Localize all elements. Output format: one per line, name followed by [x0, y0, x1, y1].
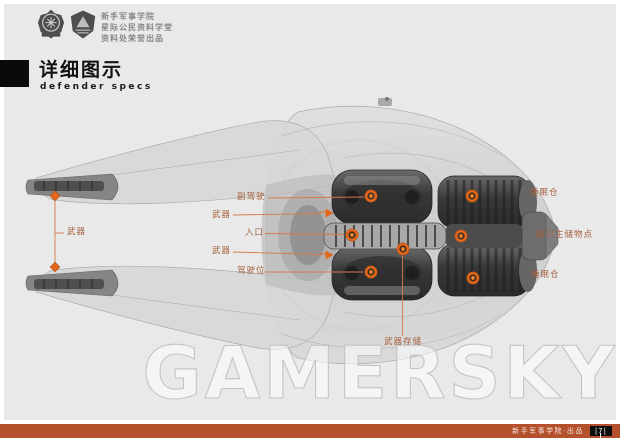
marker-sleep-pod-top — [465, 189, 479, 203]
marker-weapon-lower — [320, 250, 334, 260]
engine-pod-top — [437, 175, 537, 229]
marker-pilot-seat — [364, 265, 378, 279]
page-title: 详细图示 — [39, 59, 124, 81]
crest-badge-icon — [37, 9, 65, 39]
wing-weapon-pod-top — [25, 173, 119, 201]
callout-label-copilot: 副驾驶 — [237, 192, 266, 202]
footer-credit: 新手军事学院·出品 — [512, 427, 584, 435]
callout-lines — [54, 196, 403, 336]
org-line: 资料处荣誉出品 — [101, 34, 164, 43]
callout-label-weapon-lower: 武器 — [212, 246, 232, 256]
marker-entrance — [345, 228, 359, 242]
header-logos — [37, 9, 97, 40]
marker-wing-weapon-bottom — [49, 261, 61, 273]
callout-label-sleep-pod-top: 睡眠仓 — [530, 188, 559, 198]
callout-label-pilot-seat: 驾驶位 — [237, 266, 266, 276]
marker-copilot — [364, 189, 378, 203]
callout-label-entrance: 入口 — [245, 228, 265, 238]
wing-weapon-pod-bottom — [25, 269, 119, 297]
lower-nacelle — [331, 245, 433, 301]
callout-label-sleep-pod-bottom: 睡眠仓 — [531, 270, 560, 280]
callout-label-weapon-wing: 武器 — [67, 227, 87, 237]
watermark-text: GAMERSKY — [143, 331, 618, 415]
marker-sleep-pod-bottom — [466, 271, 480, 285]
footer-tick — [600, 433, 601, 438]
entry-corridor — [323, 222, 447, 250]
marker-wing-weapon-top — [49, 190, 61, 202]
shield-badge-icon — [70, 10, 96, 39]
tail-cap — [545, 213, 559, 259]
callout-markers — [49, 189, 480, 285]
marker-weapon-storage — [396, 242, 410, 256]
page-subtitle: defender specs — [40, 82, 153, 92]
org-line: 新手军事学院 — [101, 12, 155, 21]
org-line: 星际公民资料学堂 — [101, 23, 173, 32]
marker-main-storage — [454, 229, 468, 243]
upper-nacelle — [331, 169, 433, 225]
title-accent-block — [0, 60, 29, 87]
callout-label-weapon-storage: 武器存储 — [384, 337, 423, 347]
org-text: 新手军事学院 星际公民资料学堂 资料处荣誉出品 — [101, 11, 173, 44]
page-number-badge: |7| — [589, 426, 612, 436]
footer-bar: 新手军事学院·出品 |7| — [0, 424, 620, 438]
ship-hull — [25, 97, 559, 365]
callout-label-main-storage: 船只主储物点 — [536, 230, 594, 240]
marker-weapon-upper — [320, 208, 334, 218]
callout-label-weapon-upper: 武器 — [212, 210, 232, 220]
